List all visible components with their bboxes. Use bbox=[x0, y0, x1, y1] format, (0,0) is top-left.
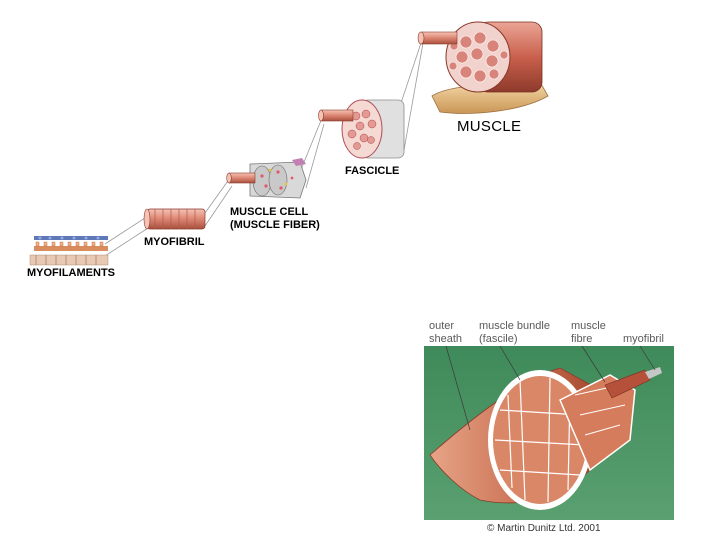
inset-myofibril-label: myofibril bbox=[623, 333, 664, 345]
inset-outer-sheath-line2: sheath bbox=[429, 332, 463, 345]
myofibril-illustration bbox=[143, 208, 206, 230]
inset-muscle-fibre-line1: muscle bbox=[571, 320, 606, 332]
inset-outer-sheath-label: outer sheath bbox=[429, 320, 462, 345]
muscle-cell-label-line2: (MUSCLE FIBER) bbox=[230, 218, 320, 231]
fascicle-illustration bbox=[318, 99, 405, 159]
muscle-label: MUSCLE bbox=[457, 118, 522, 135]
muscle-cell-illustration bbox=[226, 158, 307, 199]
inset-muscle-bundle-line2: (fascile) bbox=[479, 332, 518, 345]
myofilaments-illustration bbox=[29, 236, 109, 266]
muscle-illustration bbox=[417, 21, 549, 114]
inset-muscle-fibre-label: muscle fibre bbox=[571, 320, 606, 345]
inset-muscle-fibre-line2: fibre bbox=[571, 332, 593, 345]
myofilaments-label: MYOFILAMENTS bbox=[27, 267, 115, 279]
inset-illustration bbox=[424, 345, 674, 520]
inset-outer-sheath-line1: outer bbox=[429, 320, 455, 332]
muscle-cell-label: MUSCLE CELL (MUSCLE FIBER) bbox=[230, 206, 320, 231]
inset-muscle-bundle-label: muscle bundle (fascile) bbox=[479, 320, 550, 345]
inset-muscle-bundle-line1: muscle bundle bbox=[479, 320, 550, 332]
muscle-cell-label-line1: MUSCLE CELL bbox=[230, 206, 309, 218]
inset-copyright: © Martin Dunitz Ltd. 2001 bbox=[487, 523, 601, 534]
fascicle-label: FASCICLE bbox=[345, 165, 400, 177]
myofibril-label: MYOFIBRIL bbox=[144, 236, 205, 248]
